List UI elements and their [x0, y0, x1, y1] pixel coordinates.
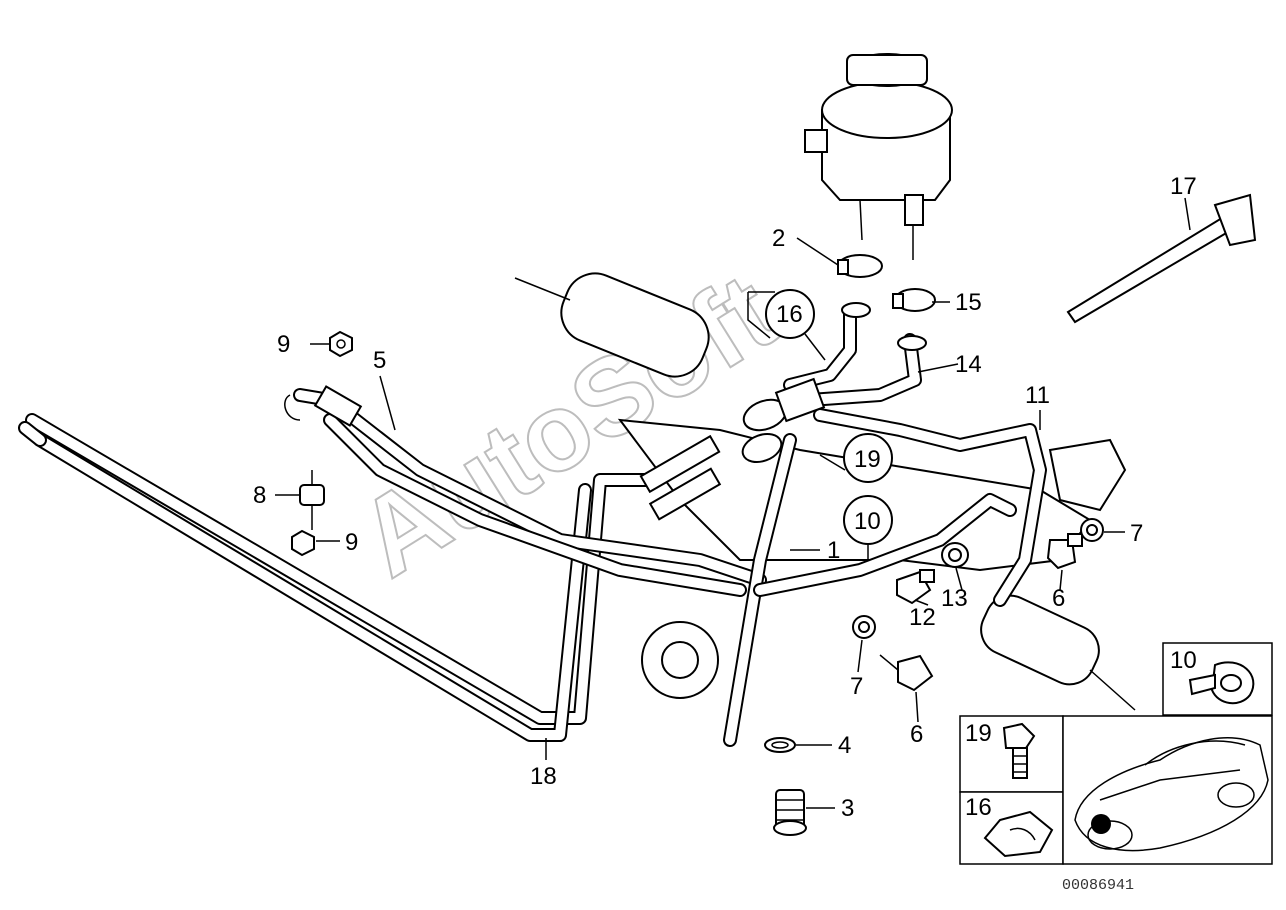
label-2: 2 — [772, 225, 785, 252]
line-11 — [813, 408, 1047, 607]
washer-13 — [941, 542, 969, 568]
inset-16: 16 — [959, 791, 1064, 865]
label-6-lower: 6 — [910, 721, 923, 748]
callout-16 — [747, 289, 826, 361]
hose-5 — [284, 385, 767, 597]
label-4: 4 — [838, 732, 851, 759]
inset-label-10: 10 — [1170, 647, 1197, 674]
reservoir — [804, 53, 953, 260]
inset-vehicle — [1062, 715, 1273, 865]
inset-10: 10 — [1162, 642, 1273, 716]
cable-tie-17 — [1066, 193, 1257, 324]
label-18: 18 — [530, 763, 557, 790]
label-16: 16 — [776, 301, 803, 328]
washer-7-right — [1080, 518, 1104, 542]
label-10: 10 — [854, 508, 881, 535]
bolt-6-lower — [879, 654, 934, 692]
hose-fittings — [639, 377, 826, 521]
label-19: 19 — [854, 446, 881, 473]
line-10 — [753, 493, 1017, 597]
inset-label-16: 16 — [965, 794, 992, 821]
nut-9-upper — [329, 330, 353, 358]
clamp-2 — [837, 254, 883, 278]
label-7-lower: 7 — [850, 673, 863, 700]
return-line-loop — [18, 413, 657, 742]
label-15: 15 — [955, 289, 982, 316]
label-1: 1 — [827, 537, 840, 564]
label-5: 5 — [373, 347, 386, 374]
leader-lines — [275, 197, 1191, 809]
stud-8 — [299, 470, 325, 530]
label-3: 3 — [841, 795, 854, 822]
location-marker — [1091, 814, 1111, 834]
label-11: 11 — [1025, 382, 1050, 409]
label-14: 14 — [955, 351, 982, 378]
label-8: 8 — [253, 482, 266, 509]
banjo-bolt-3 — [773, 789, 807, 836]
callout-10 — [843, 495, 893, 560]
bolt-6-right — [1046, 533, 1083, 570]
label-17: 17 — [1170, 173, 1197, 200]
diagram-number: 00086941 — [1062, 877, 1134, 894]
label-13: 13 — [941, 585, 968, 612]
bolt-12 — [896, 569, 935, 605]
washer-4 — [764, 737, 796, 753]
label-7-right: 7 — [1130, 520, 1143, 547]
label-6-right: 6 — [1052, 585, 1065, 612]
hose-1 — [723, 433, 797, 747]
steering-rack — [514, 272, 1136, 711]
washer-7-lower — [852, 615, 876, 639]
label-12: 12 — [909, 604, 936, 631]
callout-19 — [819, 433, 893, 483]
label-9-lower: 9 — [345, 529, 358, 556]
inset-19: 19 — [959, 715, 1064, 793]
clamp-15 — [892, 288, 936, 312]
label-9-upper: 9 — [277, 331, 290, 358]
nut-9-lower — [291, 529, 315, 557]
inset-label-19: 19 — [965, 720, 992, 747]
